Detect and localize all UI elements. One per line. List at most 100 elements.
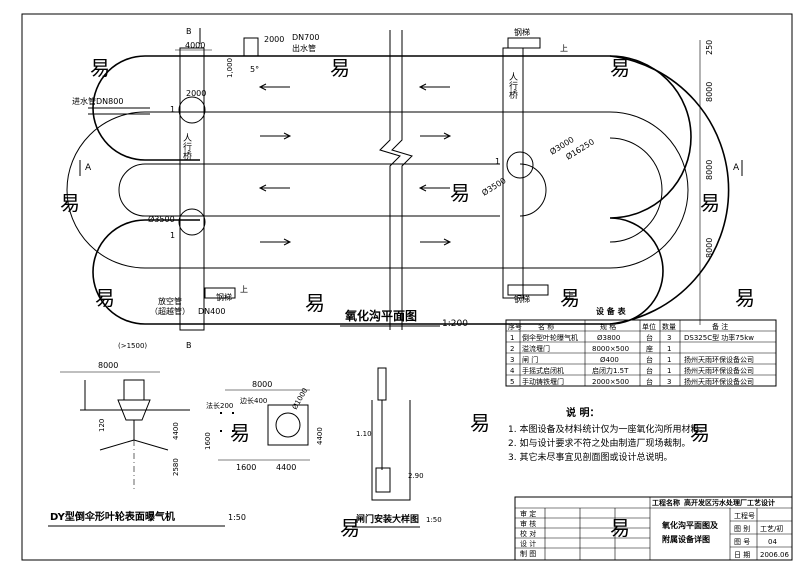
dim-1000: 1,000: [226, 58, 234, 78]
outlet-pipe-label: 出水管: [292, 43, 316, 53]
foundation-detail: 8000 法长200 边长400 Ø1000 1600 1600 4400 44…: [204, 380, 324, 472]
drawing-name-line-1: 氧化沟平面图及: [661, 520, 719, 530]
table-cell: 台: [646, 366, 653, 375]
table-header: 规 格: [600, 322, 616, 331]
drain-dn-label: DN400: [198, 307, 225, 316]
bolt-mark: [220, 412, 222, 414]
watermark: 易: [700, 191, 720, 215]
note-item: 1. 本图设备及材料统计仅为一座氧化沟所用材料。: [508, 423, 708, 435]
gate-detail: 1.10 2.90 闸门安装大样图 1:50: [352, 367, 442, 528]
table-cell: 1: [667, 367, 671, 375]
gate-channel: [371, 400, 411, 501]
dim-8000: 8000: [705, 82, 714, 102]
b-label: B: [186, 341, 192, 350]
marker-1: 1: [170, 105, 175, 114]
approval-label: 设 计: [520, 539, 536, 548]
gate-title: 闸门安装大样图: [356, 513, 419, 525]
flow-arrow-icon: [418, 83, 450, 91]
bolt-mark: [232, 430, 234, 432]
foundation-dim-4400-h: 4400: [276, 463, 296, 472]
watermark: 易: [560, 286, 580, 310]
drawing-name-line-2: 附属设备详图: [662, 534, 710, 544]
watermark: 易: [690, 421, 710, 445]
table-header: 名 称: [538, 322, 554, 331]
walkway-label: 人行桥: [181, 133, 192, 161]
watermark: 易: [305, 291, 325, 315]
flow-arrow-icon: [260, 132, 292, 140]
angle-5: 5°: [250, 65, 259, 74]
watermark: 易: [60, 191, 80, 215]
up-label: 上: [240, 285, 248, 294]
flange-label: 法长200: [206, 401, 233, 410]
watermark: 易: [735, 286, 755, 310]
aerator-circle: [506, 151, 534, 179]
inner-curve-left: [118, 163, 146, 217]
table-header: 序号: [508, 322, 522, 331]
watermark: 易: [610, 56, 630, 80]
table-cell: 2: [510, 345, 514, 353]
table-cell: 座: [646, 344, 653, 353]
foundation-dia: Ø1000: [291, 387, 310, 411]
anchor-bolts: [220, 412, 234, 432]
title-block-gridlines: [515, 497, 792, 560]
aerator-dim-8000: 8000: [98, 361, 118, 370]
outlet-pipe-box: [243, 37, 259, 57]
dim-4000: 4000: [185, 41, 205, 50]
dim-2000-top: 2000: [264, 35, 284, 44]
gearbox-shape: [117, 399, 151, 421]
dim-3500-left: Ø3500: [148, 214, 175, 224]
project-name: 高开发区污水处理厂工艺设计: [684, 498, 775, 507]
up-label: 上: [560, 44, 568, 53]
section-label: A: [85, 163, 92, 173]
table-cell: 倒伞型叶轮曝气机: [522, 333, 578, 342]
approval-label: 制 图: [520, 549, 536, 558]
watermark: 易: [95, 286, 115, 310]
walkway-bridge-left: [179, 47, 205, 331]
ladder-bottom-right-label: 钢梯: [514, 294, 530, 304]
equipment-table-title: 设 备 表: [596, 306, 627, 316]
plan-scale: 1:200: [442, 319, 468, 329]
inner-curve: [609, 111, 689, 269]
sheet-info-label: 图 别: [734, 524, 750, 533]
sheet-info-label: 工程号: [734, 511, 755, 520]
ditch-outer-curve-right: [609, 55, 730, 325]
table-cell: Ø3800: [597, 334, 620, 342]
table-cell: 扬州天雨环保设备公司: [684, 366, 754, 375]
table-header: 备 注: [712, 322, 728, 331]
flow-arrow-icon: [258, 83, 290, 91]
table-cell: 闸 门: [522, 355, 538, 364]
table-cell: 启闭力1.5T: [592, 366, 629, 375]
sheet-info-value: 工艺/初: [760, 524, 783, 533]
foundation-dim-8000: 8000: [252, 380, 272, 389]
gate-leaf: [375, 467, 391, 493]
inner-curve-mid: [609, 137, 663, 243]
table-cell: 3: [667, 334, 671, 342]
gate-level-top: 1.10: [356, 430, 372, 438]
table-cell: 5: [510, 378, 514, 386]
motor-box: [123, 379, 145, 401]
plan-title: 氧化沟平面图: [344, 308, 417, 323]
table-row: 5 手动铸铁堰门 2000×500 台 3 扬州天雨环保设备公司: [510, 377, 754, 386]
aerator-scale: 1:50: [228, 513, 246, 522]
approval-label: 审 定: [520, 509, 536, 518]
table-header-row: 序号 名 称 规 格 单位 数量 备 注: [508, 322, 728, 331]
table-cell: 2000×500: [592, 378, 629, 386]
sheet-info-label: 日 期: [734, 551, 750, 559]
sheet-info-value: 04: [768, 538, 777, 546]
watermark: 易: [340, 516, 360, 540]
drawing-frame: [21, 13, 793, 561]
edge-label: 边长400: [240, 396, 267, 405]
approval-label: 审 核: [520, 519, 536, 528]
aerator-dim-1500: (>1500): [118, 342, 147, 350]
watermark: 易: [450, 181, 470, 205]
table-cell: 溢流堰门: [522, 344, 550, 353]
flow-arrow-icon: [418, 184, 450, 192]
aerator-dim-120: 120: [98, 419, 106, 432]
table-cell: DS325C型 功率75kw: [684, 333, 754, 342]
table-row: 2 溢流堰门 8000×500 座 1: [510, 344, 671, 353]
table-cell: 扬州天雨环保设备公司: [684, 377, 754, 386]
table-cell: 1: [667, 345, 671, 353]
ladder-bottom-right-icon: [507, 284, 549, 296]
approval-rows: 审 定 审 核 校 对 设 计 制 图: [520, 509, 536, 558]
ladder-top-icon: [507, 37, 541, 49]
